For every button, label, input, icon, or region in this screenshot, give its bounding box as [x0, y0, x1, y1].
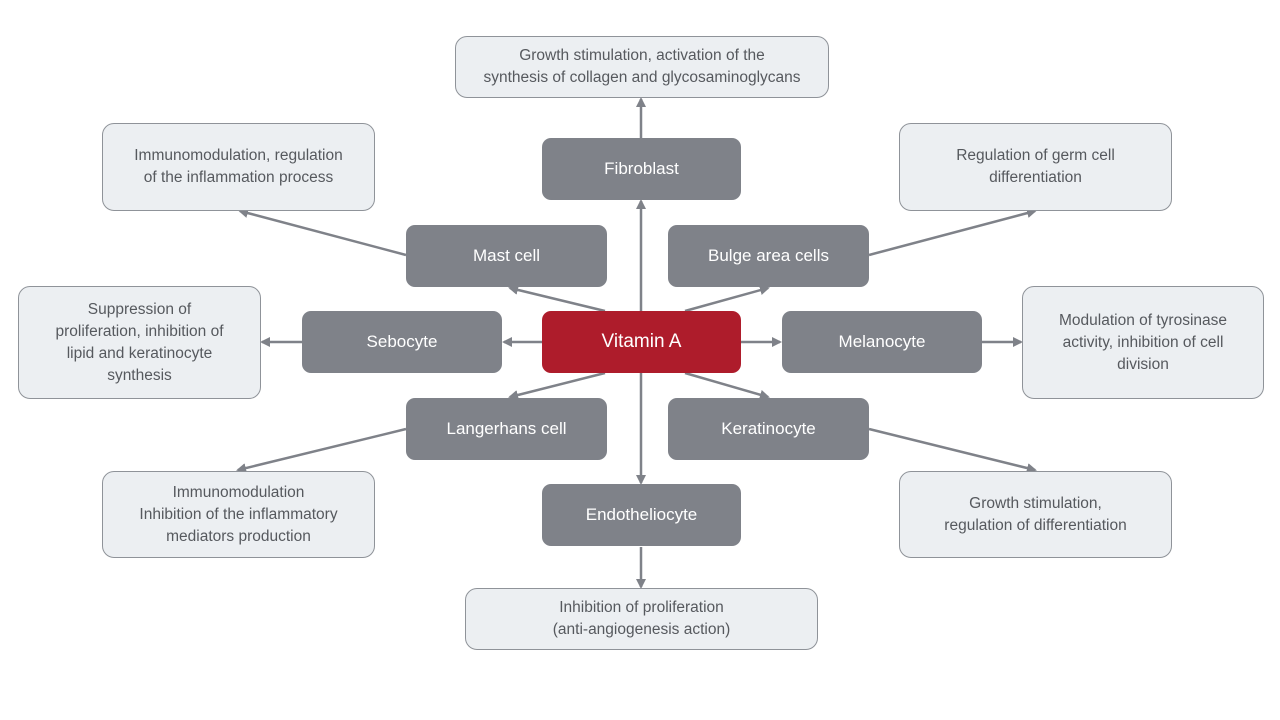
vitamin-a-node: Vitamin A	[542, 311, 741, 373]
arrow-vitamin-to-keratinocyte	[684, 371, 770, 400]
melanocyte-node: Melanocyte	[782, 311, 982, 373]
sebocyte-node: Sebocyte	[302, 311, 502, 373]
arrow-keratinocyte-to-effect	[868, 427, 1037, 473]
mast-cell-effect-box: Immunomodulation, regulation of the infl…	[102, 123, 375, 211]
arrow-bulge-to-effect	[868, 208, 1037, 257]
endotheliocyte-node: Endotheliocyte	[542, 484, 741, 546]
mast-cell-node: Mast cell	[406, 225, 607, 287]
endotheliocyte-effect-box: Inhibition of proliferation (anti-angiog…	[465, 588, 818, 650]
langerhans-cell-node: Langerhans cell	[406, 398, 607, 460]
arrow-vitamin-to-langerhans	[508, 371, 606, 400]
langerhans-cell-effect-box: Immunomodulation Inhibition of the infla…	[102, 471, 375, 558]
fibroblast-node: Fibroblast	[542, 138, 741, 200]
arrow-vitamin-to-mast-cell	[508, 285, 606, 313]
melanocyte-effect-box: Modulation of tyrosinase activity, inhib…	[1022, 286, 1264, 399]
keratinocyte-node: Keratinocyte	[668, 398, 869, 460]
bulge-area-cells-effect-box: Regulation of germ cell differentiation	[899, 123, 1172, 211]
arrow-mast-cell-to-effect	[238, 208, 407, 257]
bulge-area-cells-node: Bulge area cells	[668, 225, 869, 287]
keratinocyte-effect-box: Growth stimulation, regulation of differ…	[899, 471, 1172, 558]
sebocyte-effect-box: Suppression of proliferation, inhibition…	[18, 286, 261, 399]
fibroblast-effect-box: Growth stimulation, activation of the sy…	[455, 36, 829, 98]
arrow-vitamin-to-bulge	[684, 285, 770, 313]
arrow-langerhans-to-effect	[236, 427, 407, 473]
